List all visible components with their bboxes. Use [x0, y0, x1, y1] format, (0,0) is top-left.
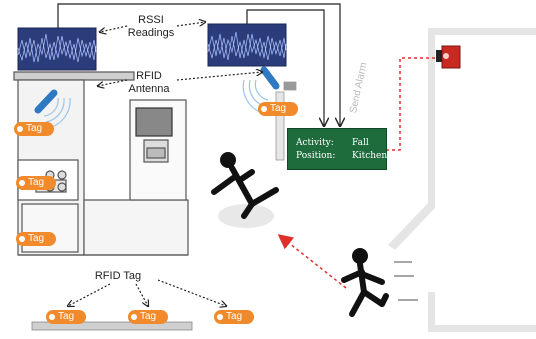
rfid-tag: Tag: [258, 102, 298, 116]
position-key: Position:: [296, 151, 336, 161]
activity-value: Fall: [352, 138, 369, 148]
dotted-arrows: [68, 22, 262, 306]
fall-direction-arrow: [277, 234, 347, 289]
signal-lines: [57, 3, 340, 126]
rfid-tag: Tag: [16, 176, 56, 190]
rfid-antenna-left: [34, 89, 71, 129]
rfid-tag: Tag: [16, 232, 56, 246]
room-walls: [388, 28, 536, 332]
activity-status-box: Activity: Fall Position: Kitchen: [287, 128, 387, 170]
activity-key: Activity:: [296, 138, 334, 148]
kitchen-counter: [13, 71, 189, 256]
shelf: [31, 321, 193, 331]
rssi-panel-left: [17, 27, 97, 71]
rfid-antenna-right: [242, 66, 280, 113]
rfid-tag: Tag: [214, 310, 254, 324]
alarm-line: [386, 57, 440, 151]
rfid-tag: Tag: [14, 122, 54, 136]
wall-column: [275, 81, 297, 161]
running-person: [341, 248, 418, 317]
rfid-tag: Tag: [46, 310, 86, 324]
alarm-device: [436, 45, 461, 69]
fallen-person: [211, 152, 279, 228]
rfid-tag: Tag: [128, 310, 168, 324]
rssi-panel-right: [207, 23, 287, 67]
position-value: Kitchen: [352, 151, 388, 161]
rfid-antenna-label: RFID Antenna: [128, 70, 170, 95]
rssi-readings-label: RSSI Readings: [127, 14, 175, 39]
rfid-tag-label: RFID Tag: [94, 270, 142, 282]
